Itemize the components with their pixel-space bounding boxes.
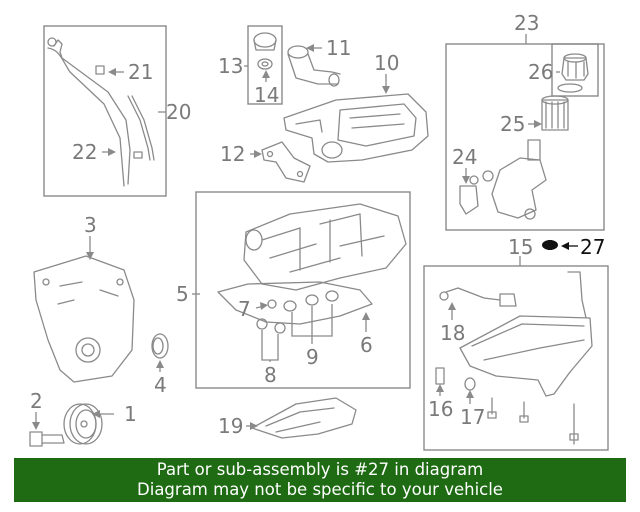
dipstick-part [127, 95, 155, 161]
oil-level-sensor-part [439, 287, 517, 307]
oil-filter-element-part [541, 95, 569, 131]
manifold-gasket-part [217, 281, 373, 325]
bracket-part [261, 141, 311, 183]
banner-line-1: Part or sub-assembly is #27 in diagram [156, 460, 484, 479]
crankshaft-balancer-part [63, 403, 103, 445]
callout-27: 27 [580, 235, 605, 259]
callout-26: 26 [528, 60, 553, 84]
callout-19: 19 [218, 414, 243, 438]
part-notice-banner: Part or sub-assembly is #27 in diagram D… [14, 458, 626, 502]
timing-cover-part [33, 255, 135, 383]
callout-13: 13 [218, 54, 243, 78]
callout-7: 7 [238, 297, 251, 321]
front-seal-part [151, 333, 169, 359]
callout-18: 18 [440, 321, 465, 345]
intake-manifold-part [243, 203, 407, 291]
dipstick-tube-part [47, 37, 131, 187]
oil-filler-cap-part [253, 32, 277, 70]
callout-9: 9 [306, 345, 319, 369]
oil-pan-group-box [423, 265, 609, 451]
callout-2: 2 [30, 389, 43, 413]
callout-17: 17 [460, 405, 485, 429]
callout-23: 23 [514, 11, 539, 35]
dipstick-group-box [43, 25, 167, 197]
callout-8: 8 [264, 363, 277, 387]
callout-5: 5 [176, 282, 189, 306]
engine-shield-part [251, 397, 357, 439]
callout-20: 20 [166, 100, 191, 124]
callout-16: 16 [428, 397, 453, 421]
callout-14: 14 [254, 83, 279, 107]
filter-cap-group-box [551, 43, 599, 97]
port-seals-part [256, 290, 339, 334]
callout-15: 15 [508, 235, 533, 259]
callout-25: 25 [500, 112, 525, 136]
oil-filler-cap-group-box [247, 25, 283, 105]
callout-numbers: 1 2 3 4 5 6 7 8 9 10 11 12 13 14 15 16 1… [30, 11, 605, 438]
callout-4: 4 [154, 373, 167, 397]
filter-cap-part [557, 53, 589, 93]
oil-fill-tube-part [287, 45, 341, 87]
callout-12: 12 [220, 142, 245, 166]
callout-3: 3 [84, 213, 97, 237]
oil-pan-bolts-part [435, 367, 579, 445]
callout-1: 1 [124, 402, 137, 426]
highlighted-part-27 [542, 240, 558, 250]
callout-11: 11 [326, 36, 351, 60]
callout-10: 10 [374, 51, 399, 75]
callout-6: 6 [360, 333, 373, 357]
banner-line-2: Diagram may not be specific to your vehi… [137, 480, 503, 499]
balancer-bolt-part [29, 431, 65, 447]
valve-cover-part [283, 93, 429, 163]
intake-manifold-group-box [195, 191, 411, 389]
oil-pan-part [459, 271, 593, 397]
callout-21: 21 [128, 60, 153, 84]
callout-22: 22 [72, 140, 97, 164]
leader-lines [32, 34, 578, 430]
callout-24: 24 [452, 145, 477, 169]
oil-filter-housing-group-box [445, 43, 605, 231]
filter-housing-part [459, 139, 547, 220]
